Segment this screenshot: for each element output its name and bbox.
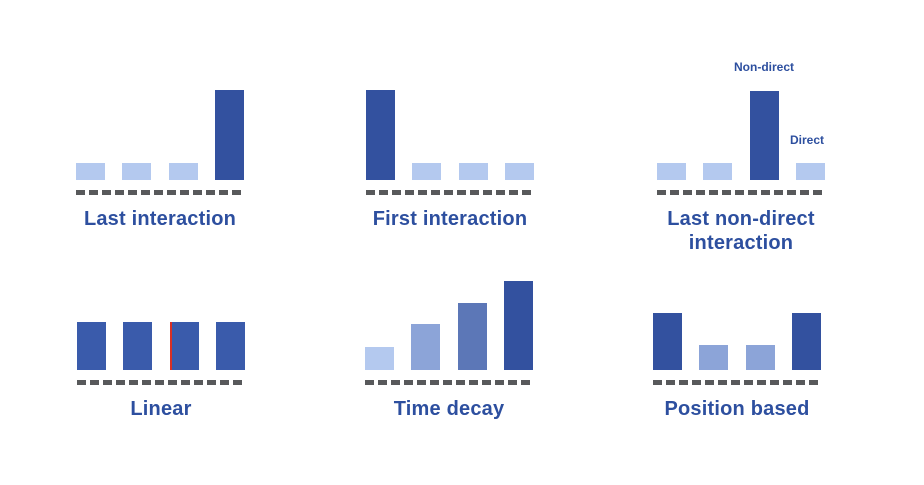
bar-touchpoint-2: [411, 324, 441, 370]
chart-linear: Linear: [77, 280, 245, 421]
bar-touchpoint-3: [458, 163, 488, 180]
bar-touchpoint-1: [77, 322, 106, 370]
bar-touchpoint-1: [76, 163, 105, 180]
direct-annotation: Direct: [790, 133, 825, 147]
bar-touchpoint-4: [795, 163, 825, 180]
bar-touchpoint-3: [749, 91, 779, 180]
chart-label-line: First interaction: [372, 208, 528, 230]
bar-touchpoint-4: [791, 313, 821, 370]
chart-last-interaction: Last interaction: [76, 90, 244, 231]
bar-group: [76, 90, 244, 180]
chart-label-line: Last non-direct: [667, 208, 815, 230]
bar-touchpoint-3: [168, 163, 198, 180]
chart-label-line: Last interaction: [83, 208, 237, 230]
bar-touchpoint-3: [745, 345, 775, 370]
dashed-baseline: [76, 190, 244, 195]
dashed-baseline: [653, 380, 821, 385]
chart-position-based: Position based: [653, 280, 821, 421]
bar-touchpoint-2: [123, 322, 153, 370]
bar-group: [77, 280, 245, 370]
chart-label: Position based: [653, 397, 821, 421]
bar-touchpoint-2: [703, 163, 733, 180]
dashed-baseline: [77, 380, 245, 385]
chart-label: Linear: [77, 397, 245, 421]
bar-touchpoint-3: [457, 303, 487, 370]
bar-touchpoint-4: [215, 322, 245, 370]
chart-label-line: interaction: [688, 232, 794, 254]
bar-touchpoint-2: [412, 163, 442, 180]
chart-label-line: Linear: [130, 398, 192, 420]
chart-label: Last interaction: [76, 207, 244, 231]
bar-touchpoint-4: [504, 163, 534, 180]
non-direct-annotation: Non-direct: [734, 60, 794, 74]
bar-group: [365, 280, 533, 370]
chart-label-line: Time decay: [393, 398, 505, 420]
chart-first-interaction: First interaction: [366, 90, 534, 231]
dashed-baseline: [365, 380, 533, 385]
bar-touchpoint-3: [169, 322, 199, 370]
dashed-baseline: [657, 190, 825, 195]
dashed-baseline: [366, 190, 534, 195]
bar-touchpoint-4: [503, 281, 533, 370]
chart-label: Time decay: [365, 397, 533, 421]
bar-touchpoint-2: [122, 163, 152, 180]
bar-touchpoint-1: [657, 163, 686, 180]
bar-touchpoint-1: [366, 90, 395, 180]
chart-label: First interaction: [366, 207, 534, 231]
bar-group: [653, 280, 821, 370]
bar-touchpoint-2: [699, 345, 729, 370]
bar-touchpoint-1: [365, 347, 394, 370]
bar-touchpoint-1: [653, 313, 682, 370]
bar-group: [657, 90, 825, 180]
chart-label-line: Position based: [664, 398, 810, 420]
bar-touchpoint-4: [214, 90, 244, 180]
bar-group: [366, 90, 534, 180]
chart-time-decay: Time decay: [365, 280, 533, 421]
